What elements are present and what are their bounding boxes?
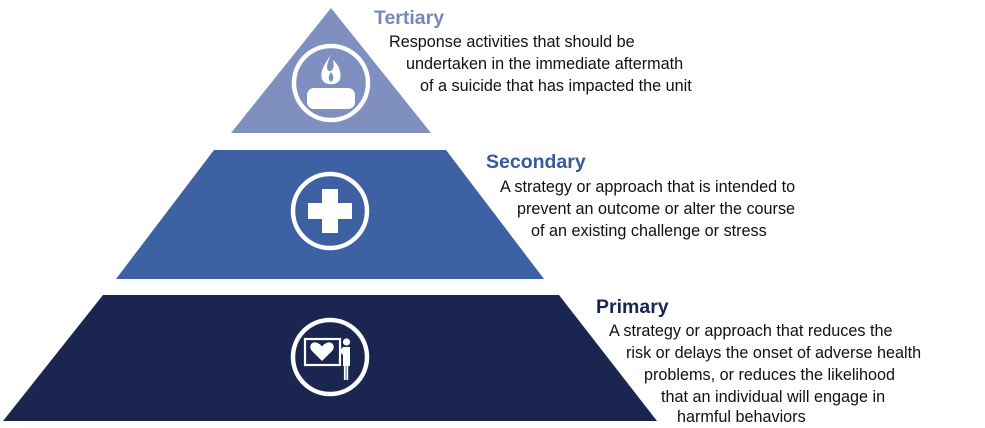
tertiary-title: Tertiary: [374, 7, 445, 29]
tertiary-desc-line-3: of a suicide that has impacted the unit: [420, 77, 692, 95]
primary-desc-line-4: that an individual will engage in: [661, 388, 886, 406]
secondary-title: Secondary: [486, 151, 586, 173]
primary-desc-line-5: harmful behaviors: [677, 408, 806, 426]
secondary-desc-line-1: A strategy or approach that is intended …: [500, 178, 796, 196]
primary-desc-line-1: A strategy or approach that reduces the: [609, 322, 893, 340]
health-presentation-icon: [290, 317, 370, 397]
tertiary-tier: [231, 8, 431, 133]
primary-tier: [3, 295, 657, 421]
primary-title: Primary: [596, 296, 669, 318]
tertiary-desc-line-1: Response activities that should be: [389, 33, 635, 51]
tertiary-desc-line-2: undertaken in the immediate aftermath: [406, 55, 684, 73]
primary-desc-line-3: problems, or reduces the likelihood: [644, 366, 896, 384]
medical-cross-icon: [290, 171, 370, 251]
candle-flame-icon: [291, 43, 371, 123]
secondary-desc-line-3: of an existing challenge or stress: [531, 222, 767, 240]
primary-desc-line-2: risk or delays the onset of adverse heal…: [626, 344, 922, 362]
secondary-desc-line-2: prevent an outcome or alter the course: [517, 200, 796, 218]
